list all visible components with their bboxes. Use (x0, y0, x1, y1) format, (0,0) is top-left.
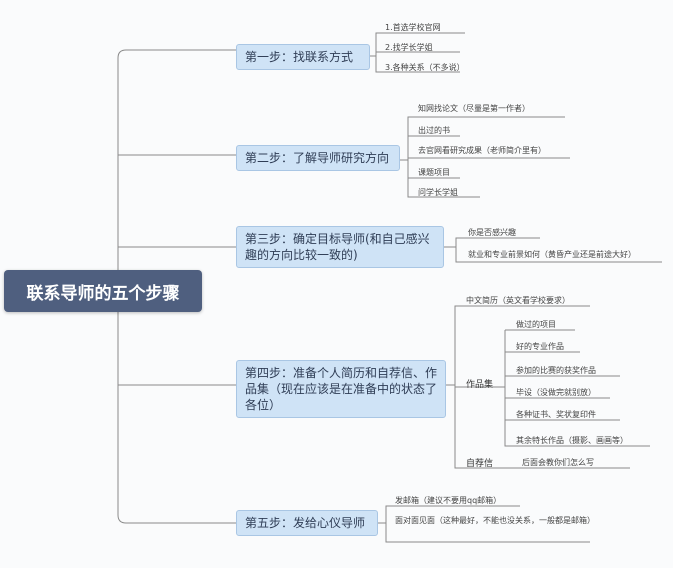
portfolio-item: 做过的项目 (516, 320, 556, 329)
step2-item: 课题项目 (418, 168, 450, 177)
portfolio-item: 其余特长作品（摄影、画画等） (516, 436, 628, 445)
step4-resume: 中文简历（英文看学校要求） (466, 296, 570, 305)
portfolio-item: 毕设（没做完就别放） (516, 388, 596, 397)
step5-node: 第五步：发给心仪导师 (236, 510, 378, 536)
step1-item: 1.首选学校官网 (385, 23, 441, 32)
step4-node: 第四步：准备个人简历和自荐信、作品集（现在应该是在准备中的状态了各位） (236, 360, 446, 418)
step5-item: 面对面见面（这种最好，不能也没关系，一般都是邮箱） (395, 516, 595, 525)
step2-item: 出过的书 (418, 126, 450, 135)
step3-node: 第三步：确定目标导师(和自己感兴趣的方向比较一致的) (236, 226, 444, 268)
portfolio-item: 参加的比赛的获奖作品 (516, 366, 596, 375)
step2-item: 问学长学姐 (418, 188, 458, 197)
step3-item: 你是否感兴趣 (468, 228, 516, 237)
step2-item: 知网找论文（尽量是第一作者） (418, 104, 530, 113)
root-topic: 联系导师的五个步骤 (4, 270, 202, 312)
step3-item: 就业和专业前景如何（黄昏产业还是前途大好） (468, 250, 636, 259)
step4-portfolio: 作品集 (466, 380, 494, 390)
step2-node: 第二步：了解导师研究方向 (236, 145, 400, 171)
portfolio-item: 各种证书、奖状复印件 (516, 410, 596, 419)
step1-node: 第一步：找联系方式 (236, 44, 370, 70)
portfolio-item: 好的专业作品 (516, 342, 564, 351)
step5-item: 发邮箱（建议不要用qq邮箱） (395, 496, 502, 505)
step2-item: 去官网看研究成果（老师简介里有） (418, 146, 546, 155)
step1-item: 3.各种关系（不多说） (385, 63, 465, 72)
step4-letter: 自荐信 (466, 459, 494, 469)
step1-item: 2.找学长学姐 (385, 43, 433, 52)
letter-item: 后面会教你们怎么写 (522, 458, 594, 467)
